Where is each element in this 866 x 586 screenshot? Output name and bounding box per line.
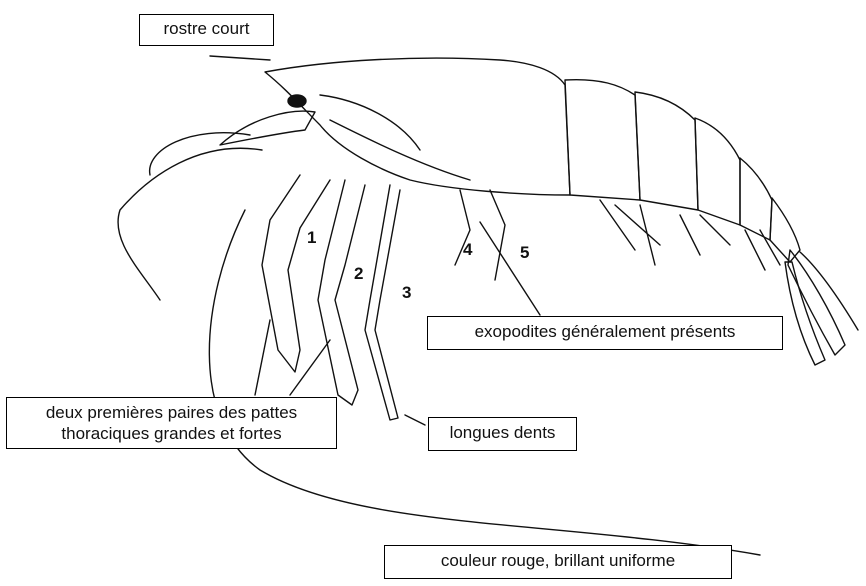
pleopods bbox=[600, 200, 780, 270]
leader-rostrum bbox=[210, 56, 270, 60]
abdomen-segment-5 bbox=[770, 198, 800, 262]
abdomen-segment-1 bbox=[565, 80, 640, 200]
leg-number-5: 5 bbox=[520, 244, 529, 262]
label-rostre: rostre court bbox=[139, 14, 274, 46]
antenna-short bbox=[118, 148, 262, 300]
antenna-long bbox=[209, 210, 760, 555]
leg-3 bbox=[365, 185, 400, 420]
abdomen-segment-3 bbox=[695, 118, 740, 225]
label-exopodites: exopodites généralement présents bbox=[427, 316, 783, 350]
label-teeth: longues dents bbox=[428, 417, 577, 451]
leader-teeth bbox=[405, 415, 425, 425]
leg-number-3: 3 bbox=[402, 284, 411, 302]
leg-5 bbox=[490, 190, 505, 280]
antennal-scale bbox=[220, 111, 315, 145]
label-color: couleur rouge, brillant uniforme bbox=[384, 545, 732, 579]
carapace bbox=[265, 58, 570, 195]
abdomen-segment-2 bbox=[635, 92, 698, 210]
label-claws: deux premières paires des pattes thoraci… bbox=[6, 397, 337, 449]
leg-number-2: 2 bbox=[354, 265, 363, 283]
abdomen-segment-4 bbox=[740, 158, 772, 240]
leg-1 bbox=[262, 175, 330, 372]
leader-exopodites bbox=[480, 222, 540, 315]
leg-number-4: 4 bbox=[463, 241, 472, 259]
leg-number-1: 1 bbox=[307, 229, 316, 247]
uropod bbox=[785, 262, 825, 365]
leg-2 bbox=[318, 180, 365, 405]
leader-claws-1 bbox=[255, 320, 270, 395]
antenna-outer bbox=[150, 133, 250, 175]
